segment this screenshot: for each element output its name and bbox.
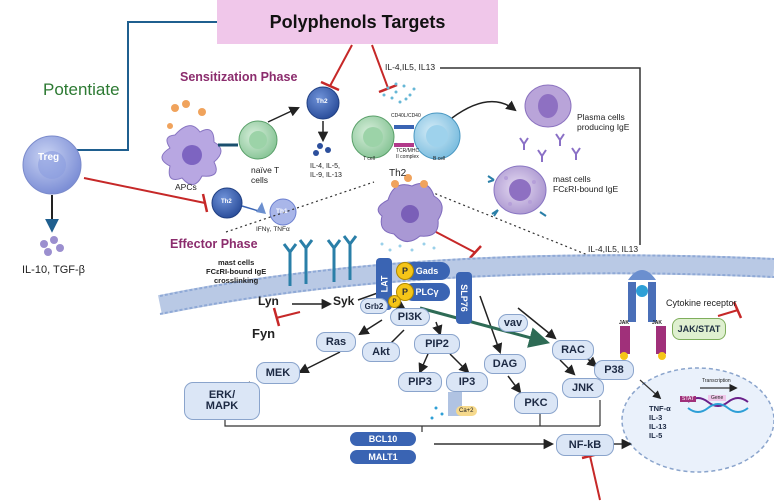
node-pkc: PKC xyxy=(514,392,558,414)
th2-small-label: Th2 xyxy=(316,98,328,105)
node-p38: P38 xyxy=(594,360,634,380)
node-pip3: PIP3 xyxy=(398,372,442,392)
il-top-label: IL-4,IL5, IL13 xyxy=(385,62,436,72)
th1-label: Th1 xyxy=(276,208,288,215)
naive-t-label: naïve T cells xyxy=(251,165,280,185)
node-vav: vav xyxy=(498,314,528,332)
node-erk-mapk: ERK/ MAPK xyxy=(184,382,260,420)
node-lat: LAT xyxy=(376,258,392,310)
potentiate-connector xyxy=(49,21,217,157)
phospho-gads: P xyxy=(396,262,414,280)
il-top-line xyxy=(440,67,641,245)
node-gads: Gads xyxy=(404,262,450,280)
th2-cell xyxy=(306,86,340,120)
syk-label: Syk xyxy=(333,294,355,308)
transcription-label: Transcription xyxy=(702,378,731,384)
stat-label: STAT xyxy=(680,396,697,402)
jak-left-label: JAK xyxy=(619,320,630,326)
inhibit-th2-line xyxy=(329,44,353,87)
node-dag: DAG xyxy=(484,354,526,374)
node-ip3: IP3 xyxy=(446,372,488,392)
fyn-label: Fyn xyxy=(252,326,276,341)
jak-right-label: JAK xyxy=(652,320,663,326)
t-cell-label: T cell xyxy=(363,156,375,162)
node-akt: Akt xyxy=(362,342,400,362)
node-malt1: MALT1 xyxy=(350,450,416,464)
mast-crosslinking-label: mast cells FCεRI-bound IgE crosslinking xyxy=(206,258,267,285)
treg-label: Treg xyxy=(38,152,60,163)
fceri-receptors xyxy=(282,235,358,286)
node-grb2: Grb2 xyxy=(360,298,388,314)
apc-cell xyxy=(161,100,222,185)
th2-cytokines-label: IL-4, IL-5, IL-9, IL-13 xyxy=(310,163,342,179)
lyn-label: Lyn xyxy=(258,294,279,308)
node-lat-text: LAT xyxy=(379,275,390,293)
tcr-mhc-label: TCR/MHC II complex xyxy=(396,148,420,160)
node-rac: RAC xyxy=(552,340,594,360)
th2-big-label: Th2 xyxy=(389,168,407,179)
gene-label: Gene xyxy=(708,395,727,401)
cytokine-receptor-label: Cytokine receptor xyxy=(666,298,737,308)
sensitization-phase-label: Sensitization Phase xyxy=(180,70,298,84)
node-slp76-text: SLP76 xyxy=(459,284,470,312)
node-pip2: PIP2 xyxy=(414,334,460,354)
th2-inhibited-label: Th2 xyxy=(221,199,232,205)
potentiate-label: Potentiate xyxy=(43,80,120,99)
ifn-tnf-label: IFNγ, TNFα xyxy=(256,226,290,233)
effector-phase-label: Effector Phase xyxy=(170,237,258,251)
b-cell-label: B cell xyxy=(433,156,446,162)
mast-cell-center xyxy=(377,174,443,252)
node-slp76: SLP76 xyxy=(456,272,472,324)
cd40-label: CD40L/CD40 xyxy=(391,113,421,119)
node-jnk: JNK xyxy=(562,378,604,398)
cytokine-cloud-top xyxy=(382,82,416,104)
apcs-label: APCs xyxy=(175,182,197,192)
node-nfkb: NF-kB xyxy=(556,434,614,456)
phospho-plcg: P xyxy=(396,283,414,301)
inhibit-cytokines-line xyxy=(371,44,389,89)
ca-label: Ca+2 xyxy=(456,406,477,416)
nucleus-genes-label: TNF-α IL-3 IL-13 IL-5 xyxy=(649,404,671,440)
node-jak-stat: JAK/STAT xyxy=(672,318,726,340)
cytokine-receptor-shape xyxy=(620,270,666,360)
node-plcg: PLCγ xyxy=(404,283,450,301)
banner-title: Polyphenols Targets xyxy=(217,0,498,44)
treg-outputs-label: IL-10, TGF-β xyxy=(22,264,85,276)
node-pi3k: PI3K xyxy=(390,308,430,326)
mast-cells-top-label: mast cells FCεRI-bound IgE xyxy=(553,174,619,194)
node-bcl10: BCL10 xyxy=(350,432,416,446)
node-ras: Ras xyxy=(316,332,356,352)
phospho-grb2: P xyxy=(388,295,401,308)
il-right-label: IL-4,IL5, IL13 xyxy=(588,244,639,254)
node-mek: MEK xyxy=(256,362,300,384)
plasma-cells-label: Plasma cells producing IgE xyxy=(577,112,630,132)
